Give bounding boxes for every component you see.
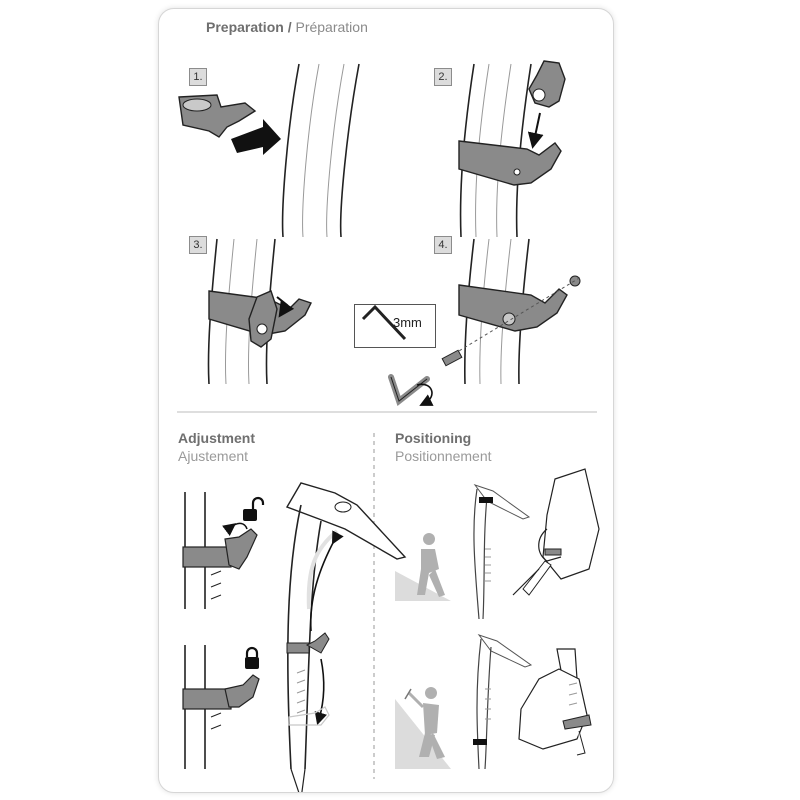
step-1-badge: 1. — [189, 68, 207, 86]
adjustment-unlocked — [182, 492, 265, 609]
instruction-card: Preparation / Préparation 1. 2. 3. 4. 3m… — [158, 8, 614, 793]
locked-padlock-icon — [245, 646, 259, 669]
hand-grip-bottom — [518, 648, 592, 756]
unlocked-padlock-icon — [243, 496, 265, 521]
step-1-illustration — [178, 63, 360, 238]
adjustment-title: Adjustment — [178, 430, 255, 446]
hex-key-size-label: 3mm — [393, 315, 422, 330]
axe-position-climbing — [473, 634, 533, 770]
ice-axe-illustration — [285, 482, 407, 792]
step-2-badge: 2. — [434, 68, 452, 86]
instruction-illustration — [177, 60, 600, 792]
climber-walking-icon — [395, 533, 451, 601]
hex-key-icon — [361, 304, 407, 341]
adjustment-subtitle: Ajustement — [178, 448, 249, 464]
positioning-title: Positioning — [395, 430, 472, 446]
step-4-illustration — [361, 238, 582, 406]
step-3-illustration — [207, 238, 312, 385]
preparation-heading: Preparation / Préparation — [206, 19, 368, 35]
step-4-badge: 4. — [434, 236, 452, 254]
hex-key-box: 3mm — [354, 304, 436, 348]
climber-ice-icon — [395, 687, 451, 769]
positioning-subtitle: Positionnement — [395, 448, 492, 464]
push-arrow-icon — [231, 119, 281, 155]
step-3-badge: 3. — [189, 236, 207, 254]
nut-icon — [569, 275, 581, 287]
axe-position-walking — [473, 484, 531, 620]
step-2-illustration — [458, 60, 566, 238]
rotate-arrow-icon — [416, 383, 434, 406]
adjustment-locked — [182, 645, 260, 769]
hand-grip-top — [512, 468, 600, 596]
